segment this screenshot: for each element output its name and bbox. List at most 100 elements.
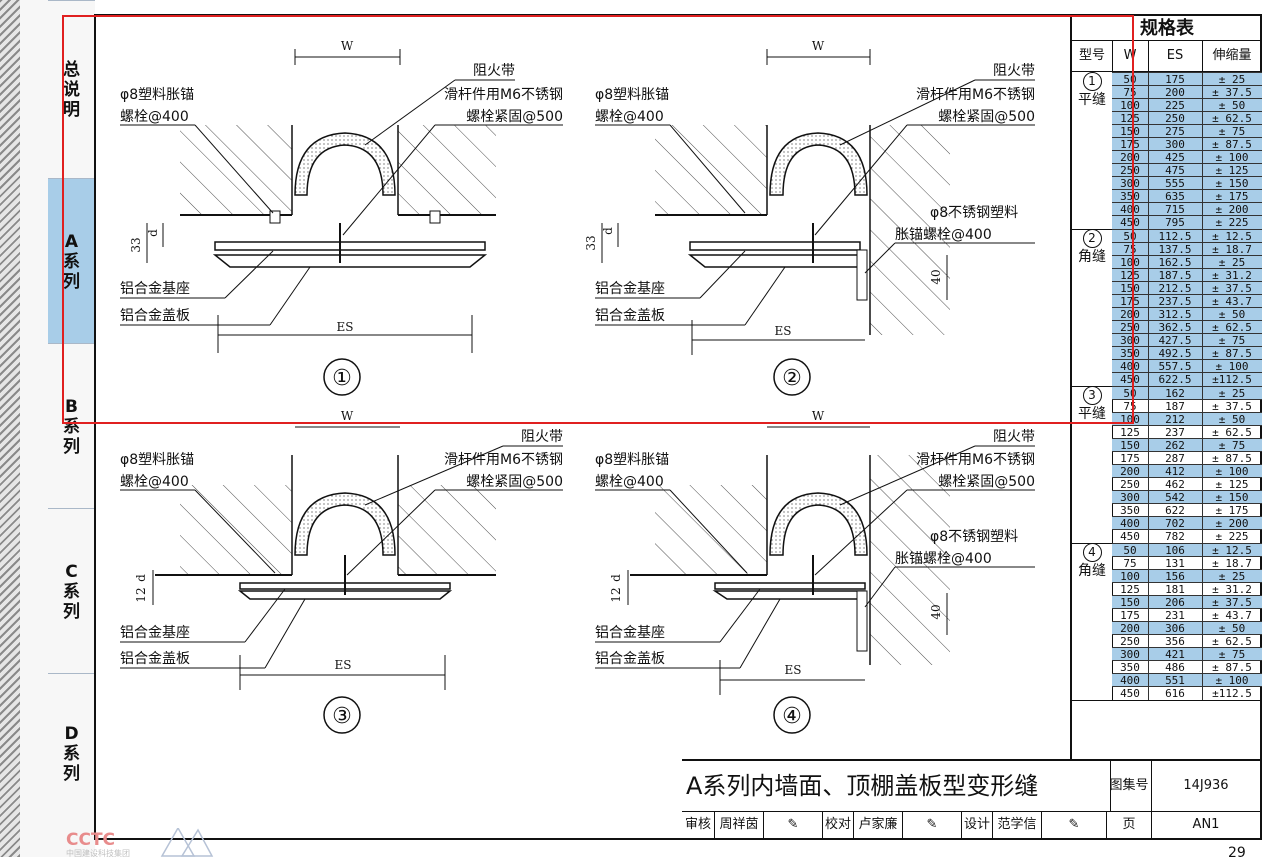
spec-cell-movement: ± 43.7 [1212, 295, 1252, 308]
detail-number: ③ [332, 704, 352, 729]
spec-cell-w: 400 [1112, 674, 1149, 687]
dim-w: W [341, 409, 354, 423]
label-base: 铝合金基座 [120, 624, 190, 641]
reviewer-signature: ✎ [764, 812, 823, 838]
spec-cell-es: 557.5 [1148, 360, 1203, 373]
label-slide-spacing: 螺栓紧固@500 [938, 109, 1035, 125]
logo-subtitle: 中国建设科技集团 [66, 848, 130, 857]
spec-cell-es: 635 [1148, 190, 1203, 203]
spec-cell-w: 400 [1112, 360, 1149, 373]
spec-cell-es: 312.5 [1148, 308, 1203, 321]
spec-cell-es: 112.5 [1148, 230, 1203, 243]
spec-cell-w: 150 [1112, 596, 1149, 609]
spec-cell-es: 622.5 [1148, 373, 1203, 386]
spec-cell-w: 125 [1112, 269, 1149, 282]
spec-cell-movement: ±112.5 [1212, 687, 1252, 700]
spec-cell-w: 250 [1112, 478, 1149, 491]
spec-cell-w: 150 [1112, 125, 1149, 138]
cctc-logo: CCTC 中国建设科技集团 [62, 826, 222, 858]
spec-cell-es: 250 [1148, 112, 1203, 125]
spec-cell-es: 616 [1148, 687, 1203, 700]
label-anchor-spacing: 螺栓@400 [595, 474, 664, 490]
spec-cell-es: 492.5 [1148, 347, 1203, 360]
spec-cell-movement: ± 12.5 [1212, 230, 1252, 243]
label-stainless-spacing: 胀锚螺栓@400 [895, 551, 992, 567]
spec-cell-movement: ± 100 [1215, 360, 1249, 373]
detail-number: ④ [782, 704, 802, 729]
nav-item-general[interactable]: 总 说 明 [48, 0, 95, 179]
label-plastic-anchor: φ8塑料胀锚 [595, 452, 669, 468]
spec-cell-es: 475 [1148, 164, 1203, 177]
label-fire-band: 阻火带 [521, 429, 563, 445]
spec-cell-es: 181 [1148, 583, 1203, 596]
designer-name: 范学信 [993, 812, 1042, 838]
nav-char: 列 [63, 601, 80, 622]
spec-cell-movement: ± 87.5 [1212, 452, 1252, 465]
spec-cell-es: 795 [1148, 216, 1203, 229]
joint-details-drawing: W ES 33 d φ8塑料胀锚 螺栓@400 阻火带 滑杆件用M6不锈钢 螺栓… [120, 39, 1035, 734]
spec-cell-es: 542 [1148, 491, 1203, 504]
spec-cell-w: 250 [1112, 164, 1149, 177]
spec-cell-movement: ± 37.5 [1212, 282, 1252, 295]
spec-cell-movement: ± 43.7 [1212, 609, 1252, 622]
spec-cell-movement: ± 125 [1215, 478, 1249, 491]
nav-item-d-series[interactable]: D 系 列 [48, 673, 95, 834]
spec-cell-es: 262 [1148, 439, 1203, 452]
detail-4: W ES 12 d 40 φ8塑料胀锚 螺栓@400 阻火带 滑杆件用M6不锈钢… [595, 409, 1035, 734]
spec-table-title: 规格表 [1072, 14, 1262, 41]
spec-cell-w: 50 [1112, 544, 1149, 557]
spec-cell-es: 225 [1148, 99, 1203, 112]
dim-es: ES [337, 320, 354, 334]
spec-cell-movement: ± 62.5 [1212, 321, 1252, 334]
spec-cell-w: 450 [1112, 687, 1149, 700]
nav-item-b-series[interactable]: B 系 列 [48, 343, 95, 509]
review-label: 审核 [682, 812, 715, 838]
page-label: 页 [1107, 812, 1152, 838]
nav-item-c-series[interactable]: C 系 列 [48, 508, 95, 674]
fire-band [294, 132, 396, 196]
dim-w: W [812, 409, 825, 423]
spec-cell-es: 427.5 [1148, 334, 1203, 347]
concrete-slab-left [180, 485, 292, 575]
checker-name: 卢家廉 [854, 812, 903, 838]
nav-char: 明 [63, 100, 80, 120]
spec-cell-w: 200 [1112, 308, 1149, 321]
group-name: 角缝 [1078, 563, 1106, 579]
spec-cell-w: 125 [1112, 426, 1149, 439]
spec-cell-w: 100 [1112, 99, 1149, 112]
spec-cell-w: 400 [1112, 517, 1149, 530]
spec-cell-w: 300 [1112, 491, 1149, 504]
nav-item-a-series[interactable]: A 系 列 [48, 178, 95, 344]
atlas-number: 14J936 [1183, 778, 1229, 793]
aluminium-base [714, 582, 866, 590]
spec-cell-es: 162.5 [1148, 256, 1203, 269]
spec-cell-movement: ± 100 [1215, 465, 1249, 478]
spec-cell-es: 187 [1148, 400, 1203, 413]
spec-cell-w: 125 [1112, 112, 1149, 125]
nav-char: 总 [63, 60, 80, 80]
dim-d: d [609, 574, 623, 582]
dim-12: 12 [134, 587, 148, 602]
label-slide-spacing: 螺栓紧固@500 [466, 109, 563, 125]
spec-cell-es: 275 [1148, 125, 1203, 138]
spec-cell-es: 287 [1148, 452, 1203, 465]
label-cover: 铝合金盖板 [595, 308, 665, 324]
nav-char: 列 [63, 436, 80, 457]
nav-char: D [64, 724, 79, 744]
spec-cell-movement: ± 225 [1215, 216, 1249, 229]
spec-cell-w: 175 [1112, 452, 1149, 465]
